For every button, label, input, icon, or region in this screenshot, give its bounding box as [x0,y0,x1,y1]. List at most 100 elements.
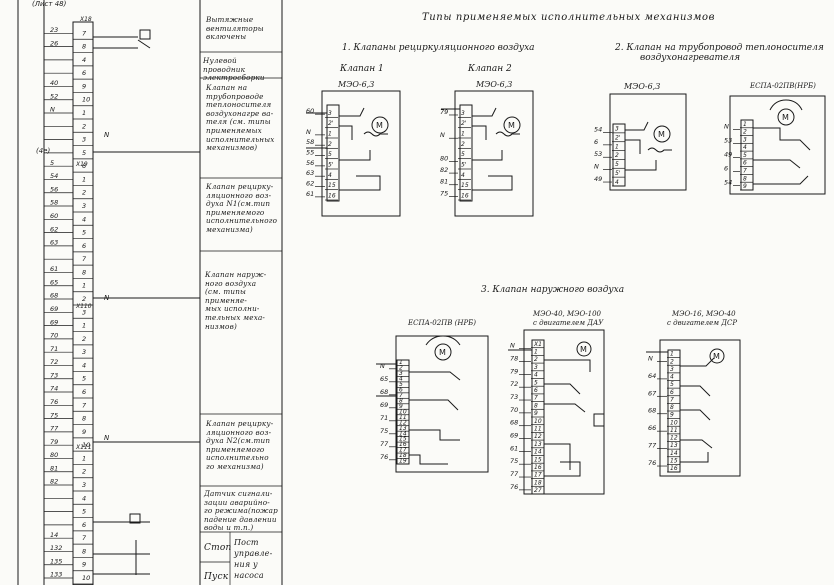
left-terminal-number: 5 [82,149,86,157]
block-terminal-number: 2 [534,356,538,363]
block-terminal-number: 4 [399,376,403,383]
outdoor-espa-model: ЕСПА-02ПВ (НРБ) [408,319,477,327]
heater-meo-model: МЭО-6,3 [624,82,661,91]
block-wire-label: 54 [724,178,732,186]
left-terminal-number: 3 [82,202,86,210]
block-terminal-number: 6 [743,160,747,167]
block-terminal-number: 18 [534,479,542,486]
block-terminal-number: 9 [399,403,403,410]
left-terminal-number: 1 [82,322,86,330]
block-terminal-number: 12 [399,419,407,426]
svg-text:M: M [376,121,383,130]
left-wire-number: 62 [50,225,58,233]
control-stop: Стоп [204,543,232,553]
left-wire-number: 77 [50,425,59,433]
block-wire-label: 49 [594,175,602,183]
strip-label-x19: X19 [75,161,88,168]
left-terminal-number: 6 [82,521,86,529]
block-terminal-number: 5 [461,151,465,158]
left-terminal-number: 5 [82,229,86,237]
block-terminal-number: 15 [534,456,542,463]
block-terminal-number: 5 [670,381,674,388]
left-terminal-number: 8 [82,415,86,423]
block-terminal-number: 14 [534,449,542,456]
valve-1-model: МЭО-6,3 [338,80,375,89]
left-wire-number: 74 [50,385,58,393]
left-terminal-number: 4 [82,361,86,369]
left-terminal-number: 3 [82,308,86,316]
left-terminal-number: 2 [82,335,86,343]
left-terminal-number: 4 [82,494,86,502]
block-terminal-number: 5' [328,161,334,168]
left-terminal-number: 2 [82,122,86,130]
sheet-reference: (Лист 48) [32,0,67,8]
left-wire-number: 56 [50,185,58,193]
block-wire-label: 54 [594,125,602,133]
block-wire-label: 68 [380,388,388,396]
svg-text:N: N [104,131,110,139]
left-wire-number: 82 [50,478,58,486]
left-wire-number: N [50,106,55,114]
block-terminal-number: 6 [399,386,403,393]
block-terminal-number: 1 [461,130,465,137]
block-wire-label: 69 [380,401,388,409]
left-terminal-number: 5 [82,375,86,383]
left-wire-number: 69 [50,318,58,326]
block-terminal-number: 2 [670,358,674,365]
left-terminal-number: 6 [82,69,86,77]
block-terminal-number: 19 [399,458,407,465]
block-wire-label: 49 [724,150,732,158]
left-wire-number: 76 [50,398,58,406]
block-terminal-number: 5 [534,379,538,386]
left-wire-number: 61 [50,265,58,273]
outdoor-dau-model: МЭО-40, МЭО-100 [533,310,601,318]
block-wire-label: 77 [380,440,389,448]
strip-label-x18: X18 [79,16,92,23]
block-terminal-number: 13 [534,441,542,448]
block-wire-label: 79 [510,367,518,375]
block-terminal-number: 12 [534,433,542,440]
section-2-title: 2. Клапан на трубопровод теплоносителя [615,43,824,53]
block-wire-label: 55 [306,149,314,157]
block-terminal-number: 16 [399,441,407,448]
block-terminal-number: 3 [743,136,747,143]
desc-alarm-sensor: Датчик сигнали- зации аварийно- го режим… [204,489,278,533]
left-wire-number: 60 [50,212,58,220]
left-wire-number: 133 [50,571,62,579]
left-wire-number: 72 [50,358,58,366]
block-wire-label: 68 [648,407,656,415]
left-terminal-number: 2 [82,189,86,197]
block-terminal-number: 16 [328,192,336,199]
block-wire-label: N [440,131,445,139]
left-wire-number: 79 [50,438,58,446]
block-wire-label: 53 [724,136,732,144]
left-terminal-number: 8 [82,43,86,51]
block-terminal-number: 4 [534,372,538,379]
valve-1-title: Клапан 1 [340,64,384,74]
block-terminal-number: 5 [615,161,619,168]
left-terminal-number: 2 [82,295,86,303]
block-wire-label: 53 [594,150,602,158]
block-wire-label: 73 [510,393,518,401]
outdoor-dau-motor: с двигателем ДАУ [533,319,604,327]
left-terminal-number: 3 [82,481,86,489]
left-terminal-number: 1 [82,109,86,117]
left-wire-number: 52 [50,92,58,100]
control-start: Пуск [204,572,229,582]
control-post: Пост управле- ния у насоса [234,538,273,580]
block-terminal-number: 11 [670,427,678,434]
block-wire-label: 80 [440,154,448,162]
block-terminal-number: 11 [534,425,542,432]
block-terminal-number: 1 [399,359,403,366]
desc-heater-valve: Клапан на трубопроводе теплоносителя воз… [206,83,275,153]
block-wire-label: 75 [510,457,518,465]
block-terminal-number: 13 [670,442,678,449]
block-terminal-number: 13 [399,425,407,432]
block-terminal-number: 1 [743,121,747,128]
description-column [199,0,283,585]
block-terminal-number: 9 [534,410,538,417]
block-wire-label: 81 [440,178,448,186]
block-wire-label: 71 [380,414,388,422]
